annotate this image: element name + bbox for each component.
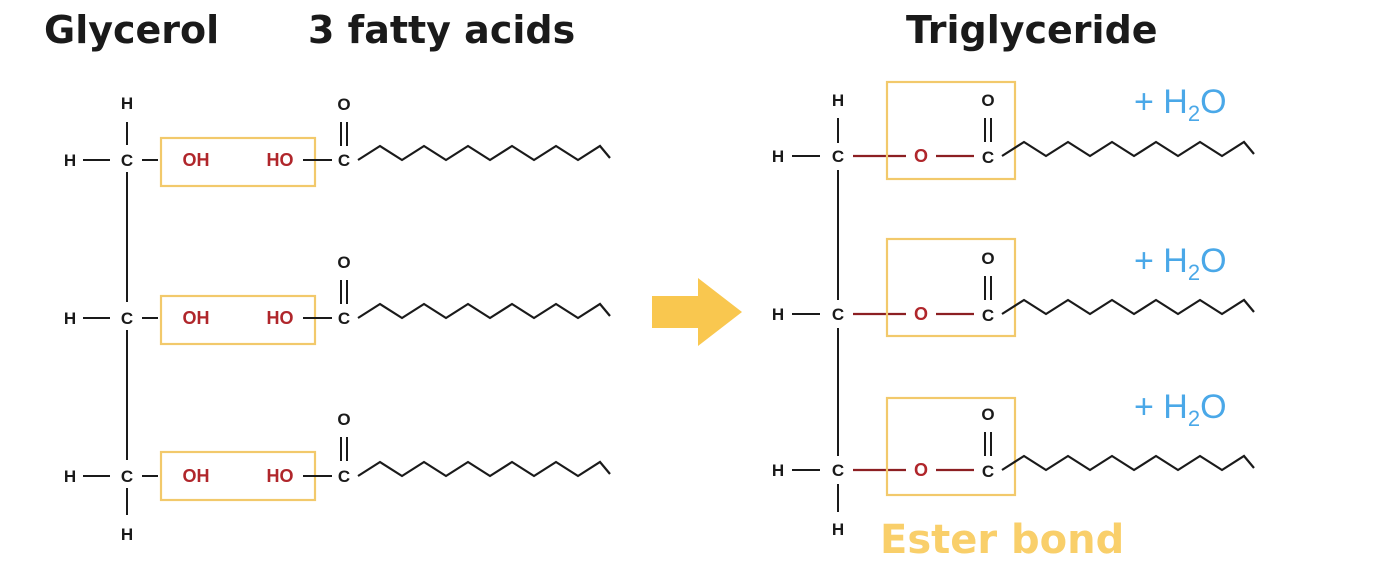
row1-water-box <box>159 136 317 188</box>
row3-oh: OH <box>183 466 210 486</box>
row2-acid-carbon: C <box>338 309 350 328</box>
tri-row3-water: + H2O <box>1134 388 1227 431</box>
row1-carbonyl-o: O <box>337 95 350 114</box>
svg-text:+ H2O: + H2O <box>1134 388 1227 431</box>
tri-row1-o: O <box>914 146 928 166</box>
row3-carbon: C <box>121 467 133 486</box>
tri-row2-fatty-chain <box>1001 298 1255 316</box>
tri-row1-carbonyl-o: O <box>981 91 994 110</box>
glycerol-title: Glycerol <box>44 8 219 52</box>
tri-row2-carbon: C <box>832 305 844 324</box>
row2-carbon: C <box>121 309 133 328</box>
tri-row1-h: H <box>772 147 784 166</box>
fatty-acids-title: 3 fatty acids <box>308 8 575 52</box>
reaction-arrow <box>652 278 742 346</box>
tri-row1-fatty-chain <box>1001 140 1255 158</box>
triglyceride-row-1: H C O C O + H2O <box>772 80 1255 181</box>
row1-left-h: H <box>64 151 76 170</box>
row3-fatty-chain <box>357 460 611 478</box>
row1-fatty-chain <box>357 144 611 162</box>
row2-carbonyl-o: O <box>337 253 350 272</box>
tri-row2-acid-carbon: C <box>982 306 994 325</box>
ester-bond-label: Ester bond <box>880 517 1124 563</box>
tri-row2-h: H <box>772 305 784 324</box>
glycerol-row-3: H C OH HO C O <box>64 410 611 502</box>
tri-top-h: H <box>832 91 844 110</box>
tri-row3-ester-box <box>885 396 1017 497</box>
row3-acid-carbon: C <box>338 467 350 486</box>
row1-carbon: C <box>121 151 133 170</box>
row2-oh: OH <box>183 308 210 328</box>
triglyceride-backbone: H H <box>832 91 844 539</box>
row1-acid-carbon: C <box>338 151 350 170</box>
triglyceride-row-2: H C O C O + H2O <box>772 237 1255 338</box>
row2-water-box <box>159 294 317 346</box>
tri-bottom-h: H <box>832 520 844 539</box>
tri-row3-carbonyl-o: O <box>981 405 994 424</box>
glycerol-row-2: H C OH HO C O <box>64 253 611 346</box>
tri-row2-ester-box <box>885 237 1017 338</box>
tri-row2-o: O <box>914 304 928 324</box>
row2-fatty-chain <box>357 302 611 320</box>
tri-row1-ester-box <box>885 80 1017 181</box>
svg-text:+ H2O: + H2O <box>1134 242 1227 285</box>
row2-ho: HO <box>267 308 294 328</box>
tri-row2-water: + H2O <box>1134 242 1227 285</box>
tri-row1-acid-carbon: C <box>982 148 994 167</box>
row3-carbonyl-o: O <box>337 410 350 429</box>
row1-ho: HO <box>267 150 294 170</box>
tri-row3-o: O <box>914 460 928 480</box>
glycerol-molecule: H H <box>121 94 133 544</box>
tri-row2-carbonyl-o: O <box>981 249 994 268</box>
triglyceride-title: Triglyceride <box>906 8 1158 52</box>
tri-row3-carbon: C <box>832 461 844 480</box>
row3-left-h: H <box>64 467 76 486</box>
tri-row1-carbon: C <box>832 147 844 166</box>
tri-row1-water: + H2O <box>1134 83 1227 126</box>
glycerol-row-1: H C OH HO C O <box>64 95 611 188</box>
row2-left-h: H <box>64 309 76 328</box>
triglyceride-row-3: H C O C O + H2O <box>772 388 1255 497</box>
tri-row3-fatty-chain <box>1001 454 1255 472</box>
row3-ho: HO <box>267 466 294 486</box>
glycerol-top-h: H <box>121 94 133 113</box>
glycerol-bottom-h: H <box>121 525 133 544</box>
tri-row3-acid-carbon: C <box>982 462 994 481</box>
tri-row3-h: H <box>772 461 784 480</box>
svg-text:+ H2O: + H2O <box>1134 83 1227 126</box>
row1-oh: OH <box>183 150 210 170</box>
